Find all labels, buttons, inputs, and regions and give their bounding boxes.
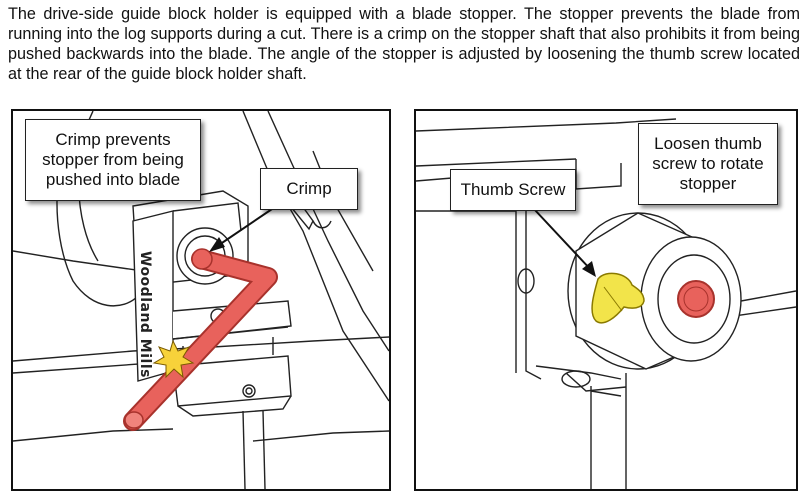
crimp-star-icon	[152, 339, 195, 379]
thumb-screw-icon	[591, 272, 645, 324]
engraved-brand-text: Woodland Mills	[137, 251, 153, 378]
right-line-drawing	[416, 118, 796, 489]
left-figure-panel: Woodland Mills Crimp prevents stopper fr…	[11, 109, 391, 491]
callout-crimp: Crimp	[260, 168, 358, 210]
callout-thumb-screw: Thumb Screw	[450, 169, 576, 211]
intro-paragraph: The drive-side guide block holder is equ…	[8, 5, 800, 83]
callout-loosen-thumb-screw: Loosen thumb screw to rotate stopper	[638, 123, 778, 205]
callout-crimp-prevents: Crimp prevents stopper from being pushed…	[25, 119, 201, 201]
right-figure-panel: Thumb Screw Loosen thumb screw to rotate…	[414, 109, 798, 491]
left-line-drawing	[13, 111, 389, 489]
